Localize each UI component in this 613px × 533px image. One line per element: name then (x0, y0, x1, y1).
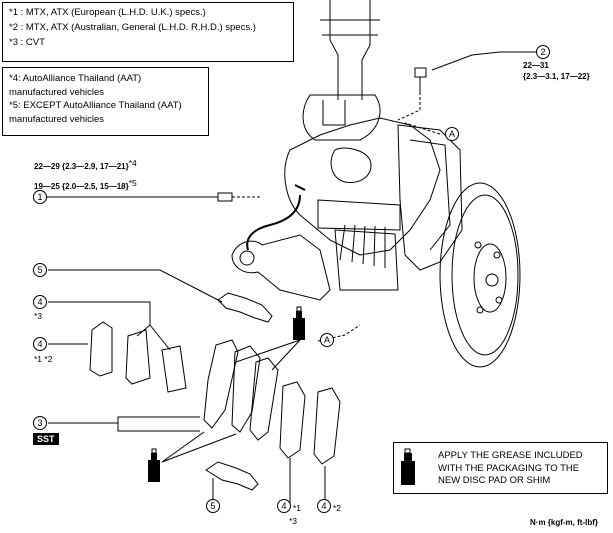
callout-4-shim-1-note: *1 (293, 503, 302, 513)
callout-4-cvt: 4 (33, 295, 47, 309)
grease-bottle-icon (401, 448, 415, 485)
view-a-marker-lower: A (320, 333, 334, 347)
callout-4-shim-1: 4 (277, 499, 291, 513)
grease-legend-line-3: NEW DISC PAD OR SHIM (438, 475, 551, 486)
bolt-1-torque-aat-mark: *4 (128, 158, 137, 168)
bolt-2-torque: 22—31 {2.3—3.1, 17—22} (523, 60, 590, 82)
callout-4-shim-1-note-2: *3 (289, 516, 298, 526)
torque-units: N·m {kgf-m, ft-lbf} (530, 518, 598, 527)
callout-1: 1 (33, 190, 47, 204)
bolt-1-torque-other-mark: *5 (128, 178, 137, 188)
callout-4-mtx-atx: 4 (33, 337, 47, 351)
spec-note-3: *3 : CVT (9, 37, 45, 48)
bolt-1-torque-other-value: 19—25 {2.0—2.5, 15—18} (34, 182, 129, 191)
callout-5-lower: 5 (206, 499, 220, 513)
spec-notes-box: *1 : MTX, ATX (European (L.H.D. U.K.) sp… (2, 2, 294, 62)
callout-4-shim-2: 4 (317, 499, 331, 513)
bolt-1-torque-other: 19—25 {2.0—2.5, 15—18}*5 (34, 178, 137, 192)
grease-bottle-icon (148, 448, 160, 482)
callout-4-shim-2-note: *2 (333, 503, 342, 513)
spec-note-1: *1 : MTX, ATX (European (L.H.D. U.K.) sp… (9, 7, 206, 18)
bolt-1-torque-aat-value: 22—29 {2.3—2.9, 17—21} (34, 162, 129, 171)
sst-badge: SST (33, 433, 59, 445)
view-a-marker-upper: A (445, 127, 459, 141)
callout-2: 2 (536, 45, 550, 59)
bolt-1-torque-aat: 22—29 {2.3—2.9, 17—21}*4 (34, 158, 137, 172)
callout-5-upper: 5 (33, 263, 47, 277)
vehicle-note-5-cont: manufactured vehicles (9, 113, 105, 125)
grease-legend-text: APPLY THE GREASE INCLUDED WITH THE PACKA… (438, 450, 583, 488)
grease-legend-box: APPLY THE GREASE INCLUDED WITH THE PACKA… (393, 442, 608, 494)
vehicle-note-4: *4: AutoAlliance Thailand (AAT) (9, 73, 142, 84)
vehicle-note-5: *5: EXCEPT AutoAlliance Thailand (AAT) (9, 100, 182, 111)
grease-bottle-icon (293, 306, 305, 340)
grease-legend-line-1: APPLY THE GREASE INCLUDED (438, 450, 583, 461)
grease-legend-line-2: WITH THE PACKAGING TO THE (438, 462, 580, 474)
vehicle-notes-box: *4: AutoAlliance Thailand (AAT) manufact… (2, 67, 209, 136)
vehicle-note-4-cont: manufactured vehicles (9, 86, 105, 98)
callout-4-mtx-atx-note: *1 *2 (34, 354, 53, 364)
spec-note-2: *2 : MTX, ATX (Australian, General (L.H.… (9, 22, 256, 33)
callout-4-cvt-note: *3 (34, 311, 43, 321)
callout-3: 3 (33, 416, 47, 430)
bolt-2-torque-conversions: {2.3—3.1, 17—22} (523, 72, 590, 81)
bolt-2-torque-value: 22—31 (523, 61, 549, 70)
